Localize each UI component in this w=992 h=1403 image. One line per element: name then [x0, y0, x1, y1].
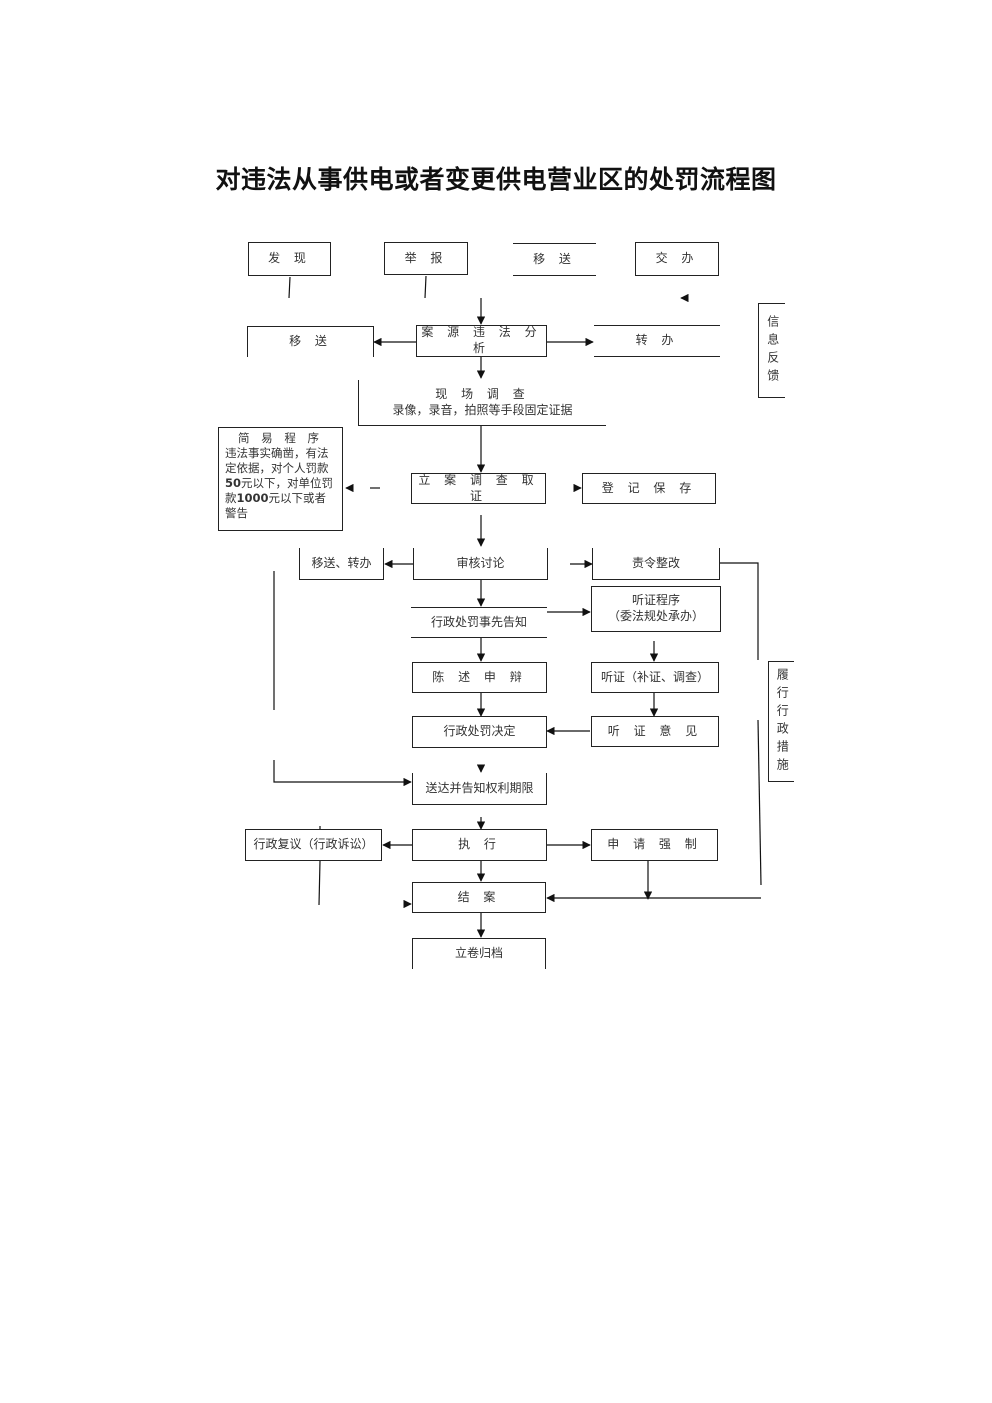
node-dengji: 登 记 保 存	[582, 473, 716, 504]
node-jianyi-chengxu: 简 易 程 序 违法事实确凿，有法定依据，对个人罚款50元以下，对单位罚款100…	[218, 427, 343, 531]
node-lvxing: 履行行政措施	[768, 661, 794, 782]
node-lian: 立 案 调 查 取 证	[411, 473, 546, 504]
arrow-left-to-songda	[273, 760, 412, 787]
tick-faxian	[288, 276, 291, 299]
line-below-fuyi	[318, 860, 321, 906]
tingzheng-chengxu-title: 听证程序	[631, 593, 680, 608]
node-fuyi: 行政复议（行政诉讼）	[245, 829, 382, 861]
tick-jubao	[424, 275, 427, 299]
jianyi-body: 违法事实确凿，有法定依据，对个人罚款50元以下，对单位罚款1000元以下或者警告	[225, 445, 334, 520]
node-tingzheng-chengxu: 听证程序 （委法规处承办）	[591, 586, 721, 632]
node-yisong-zhuanban: 移送、转办	[299, 548, 384, 580]
node-tingzheng-yijian: 听 证 意 见	[591, 716, 719, 747]
node-lijuan: 立卷归档	[412, 938, 546, 969]
node-faxian: 发 现	[248, 242, 331, 276]
node-zeling: 责令整改	[592, 548, 720, 580]
node-xianchang: 现 场 调 查 录像，录音，拍照等手段固定证据	[358, 380, 606, 426]
node-shenhe: 审核讨论	[413, 548, 548, 580]
node-jiaoban-top: 交 办	[635, 242, 719, 276]
xianchang-title: 现 场 调 查	[435, 386, 530, 401]
node-jubao: 举 报	[384, 242, 468, 275]
node-xingzheng-gaozhi: 行政处罚事先告知	[411, 607, 547, 638]
line-lvxing-down	[757, 719, 762, 886]
node-yisong-top: 移 送	[513, 243, 596, 276]
tingzheng-chengxu-sub: （委法规处承办）	[607, 609, 704, 623]
node-zhixing: 执 行	[412, 829, 547, 861]
node-tingzheng-buzheng: 听证（补证、调查）	[591, 662, 719, 693]
node-chenshu: 陈 述 申 辩	[412, 662, 547, 693]
node-jiean: 结 案	[412, 882, 546, 913]
node-xingzheng-jueding: 行政处罚决定	[412, 716, 547, 748]
node-anyuan: 案 源 违 法 分 析	[416, 325, 547, 357]
node-shenqing: 申 请 强 制	[591, 829, 718, 861]
xianchang-subtitle: 录像，录音，拍照等手段固定证据	[392, 402, 573, 417]
node-xinxi-fankui: 信息反馈	[758, 303, 785, 398]
node-songda: 送达并告知权利期限	[412, 773, 547, 805]
line-zeling-right	[720, 562, 759, 660]
jianyi-heading: 简 易 程 序	[238, 431, 323, 445]
node-zhuanban: 转 办	[594, 325, 720, 357]
node-yisong-left: 移 送	[247, 326, 374, 357]
page-title: 对违法从事供电或者变更供电营业区的处罚流程图	[215, 165, 777, 194]
